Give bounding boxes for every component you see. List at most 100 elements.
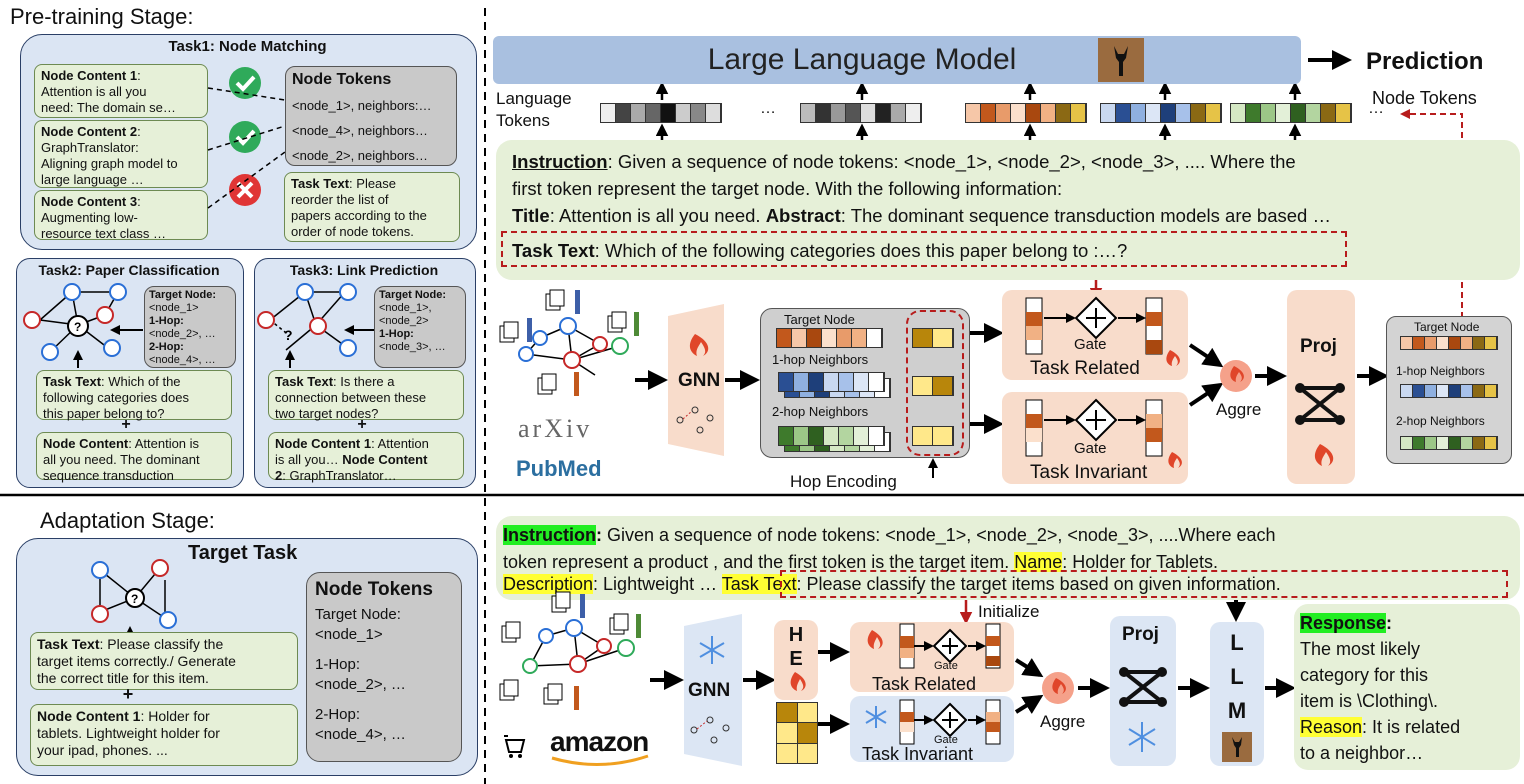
language-token-row xyxy=(600,103,722,123)
adapt-node-tokens: Node Tokens Target Node: <node_1> 1-Hop:… xyxy=(306,572,462,762)
task-related-label: Task Related xyxy=(872,674,977,694)
language-token-row xyxy=(800,103,922,123)
task2-title: Task2: Paper Classification xyxy=(38,262,220,278)
token-line: <node_4>, … xyxy=(149,354,216,366)
plus-sign: + xyxy=(121,416,131,433)
adapt-stage-title: Adaptation Stage: xyxy=(40,508,215,533)
llm-letter: M xyxy=(1227,698,1247,723)
token-line: <node_1> xyxy=(149,302,199,314)
pretrain-task-text: Task Text: Which of the following catego… xyxy=(512,240,1127,262)
instruction-label: Instruction xyxy=(512,151,608,172)
adapt-node-content: Node Content 1: Holder for tablets. Ligh… xyxy=(30,704,298,766)
response-body: The most likely category for this item i… xyxy=(1300,639,1439,711)
hop2-label: 2-hop Neighbors xyxy=(772,404,869,419)
aggre-label: Aggre xyxy=(1216,400,1262,419)
gnn-label: GNN xyxy=(678,370,721,391)
task-related-label: Task Related xyxy=(1030,358,1140,379)
task3-node-tokens: Target Node: <node_1>, <node_2> 1-Hop: <… xyxy=(374,286,466,368)
task1-task-text: Task Text: Please reorder the list of pa… xyxy=(284,172,460,242)
task-text: : Please classify the target items based… xyxy=(796,574,1281,594)
ellipsis: … xyxy=(1368,100,1384,117)
gnn-label: GNN xyxy=(688,680,731,701)
tokens-title: Node Tokens xyxy=(292,71,392,88)
reason-label: Reason xyxy=(1300,717,1363,737)
target-node-label: Target Node xyxy=(1414,320,1480,334)
token-line: <node_2>, neighbors… xyxy=(292,148,428,163)
task2-node-tokens: Target Node: <node_1> 1-Hop: <node_2>, …… xyxy=(144,286,236,368)
task1-title: Task1: Node Matching xyxy=(168,38,327,55)
task-label: Task Text xyxy=(512,240,595,261)
task-label: Task Text xyxy=(291,176,350,191)
llm-letter: L xyxy=(1230,630,1244,655)
ellipsis: … xyxy=(760,100,776,117)
hop-encoding-highlight xyxy=(906,310,964,456)
desc-label: Description xyxy=(503,574,594,594)
svg-text:?: ? xyxy=(131,592,138,606)
token-line: Target Node: xyxy=(379,289,447,301)
pretrain-title-abstract: Title: Attention is all you need. Abstra… xyxy=(512,202,1512,229)
content-text: : GraphTranslator: Aligning graph model … xyxy=(41,124,178,187)
node-token-row xyxy=(1230,103,1352,123)
task2-task-text: Task Text: Which of the following catego… xyxy=(36,370,232,421)
hop-code xyxy=(912,328,954,348)
token-line: <node_1> xyxy=(315,626,383,643)
task-text: : Please reorder the list of papers acco… xyxy=(291,176,427,239)
tokens-title: Node Tokens xyxy=(315,579,433,600)
content-text: : Attention is all you… xyxy=(275,436,429,467)
task-text: : Please classify the target items corre… xyxy=(37,636,236,686)
task1-node-content-1: Node Content 1: Attention is all you nee… xyxy=(34,64,208,118)
adapt-task-text: Task Text: Please classify the target it… xyxy=(30,632,298,690)
content-label: Node Content 1 xyxy=(41,68,138,83)
task-invariant-label: Task Invariant xyxy=(862,744,974,764)
hop1-label: 1-hop Neighbors xyxy=(1396,364,1485,378)
svg-text:?: ? xyxy=(74,320,81,334)
hop2-row xyxy=(778,426,885,446)
task1-node-tokens: Node Tokens <node_1>, neighbors:… <node_… xyxy=(285,66,457,166)
initialize-label: Initialize xyxy=(978,602,1040,621)
token-line: 1-Hop: xyxy=(315,656,361,673)
hop-code xyxy=(912,426,954,446)
task2-node-content: Node Content: Attention is all you need.… xyxy=(36,432,232,483)
response-text: Response: The most likely category for t… xyxy=(1300,613,1461,763)
adapt-description: Description: Lightweight … Task Text: Pl… xyxy=(503,571,1281,597)
adapt-instruction-box xyxy=(496,516,1520,600)
gate-label: Gate xyxy=(1074,336,1107,353)
task-label: Task Text xyxy=(43,374,102,389)
token-line: <node_2>, … xyxy=(149,328,216,340)
out-target-row xyxy=(1400,336,1498,350)
content-text: : Holder for tablets. Lightweight holder… xyxy=(37,708,220,758)
node-token-row xyxy=(1100,103,1222,123)
token-line: <node_2> xyxy=(379,315,429,327)
token-line: <node_1>, neighbors:… xyxy=(292,98,432,113)
task-text: : Which of the following categories does… xyxy=(594,240,1128,261)
content-label: Node Content 1 xyxy=(37,708,141,724)
node-tokens-label: Node Tokens xyxy=(1372,88,1477,108)
response-label: Response xyxy=(1300,613,1387,633)
title-text: : Attention is all you need. xyxy=(549,205,766,226)
content-text-2: : GraphTranslator… xyxy=(282,468,397,483)
content-label: Node Content 1 xyxy=(275,436,372,451)
arxiv-logo: arXiv xyxy=(518,414,593,443)
desc-text: : Lightweight … xyxy=(593,574,722,594)
out-hop1-row xyxy=(1400,384,1498,398)
he-letter: H xyxy=(788,624,804,646)
llm-bar: Large Language Model xyxy=(493,36,1301,84)
task-label: Task Text xyxy=(721,574,797,594)
pretrain-instruction-box xyxy=(496,140,1520,280)
svg-text:?: ? xyxy=(284,327,293,343)
gate-label: Gate xyxy=(934,660,958,672)
pretrain-task-text-box xyxy=(501,231,1347,267)
pretrain-stage-title: Pre-training Stage: xyxy=(10,4,194,29)
instruction-text: Given a sequence of node tokens: <node_1… xyxy=(503,525,1276,572)
content-label: Node Content 2 xyxy=(41,124,138,139)
hop-encoding-label: Hop Encoding xyxy=(790,472,897,491)
aggre-label: Aggre xyxy=(1040,712,1086,731)
